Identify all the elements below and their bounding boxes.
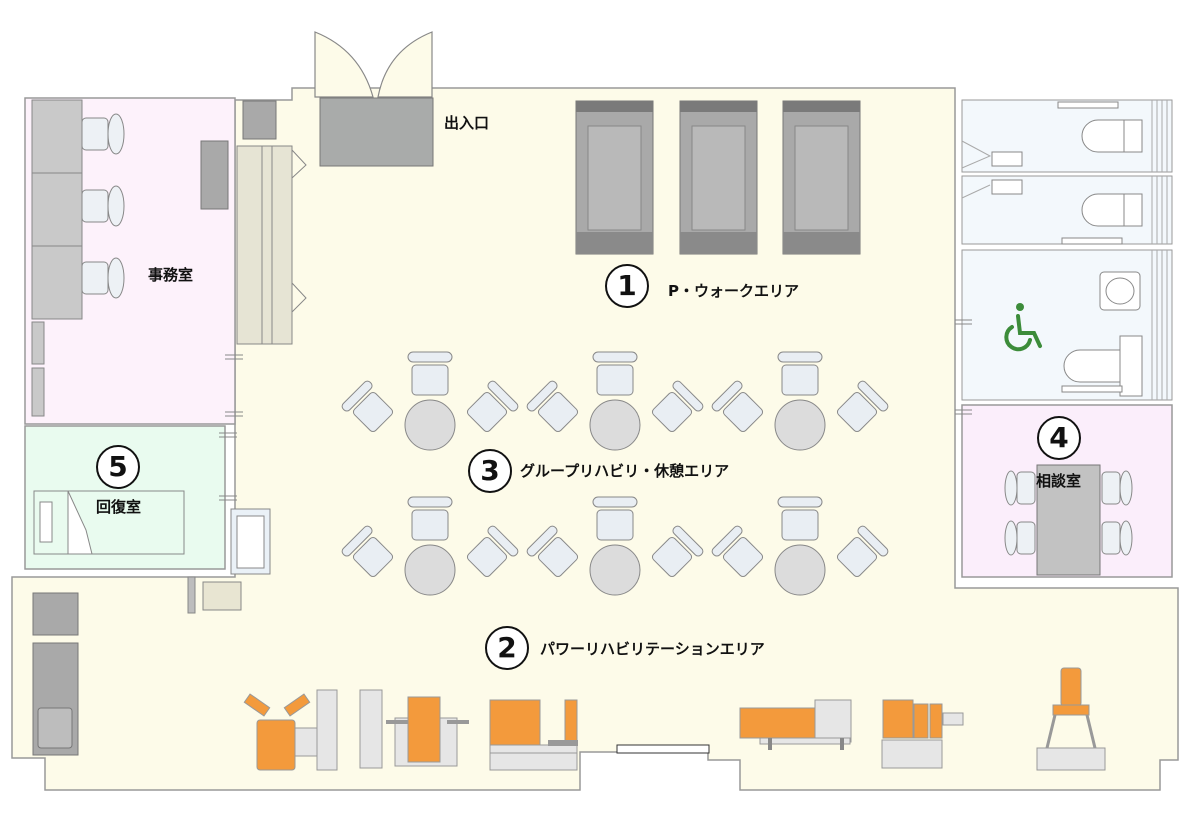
entrance-label: 出入口 (444, 114, 490, 132)
table-group (341, 496, 519, 596)
office-label: 事務室 (148, 266, 194, 284)
consult-chairs (1004, 470, 1133, 556)
toilet-rooms (961, 99, 1173, 401)
table-group (341, 351, 519, 451)
door-marks (219, 319, 972, 501)
area-number-3: 3 (468, 449, 512, 493)
area-number-2: 2 (485, 626, 529, 670)
group-rehab-tables (341, 351, 889, 596)
recovery-label: 回復室 (96, 498, 142, 516)
area-number-5: 5 (96, 445, 140, 489)
wheelchair-icon (1004, 303, 1042, 352)
office-desks (31, 99, 307, 417)
table-group (711, 351, 889, 451)
entrance-door-right (377, 31, 433, 98)
recovery-bed (33, 490, 185, 555)
area-label-p-walk: P・ウォークエリア (668, 282, 799, 300)
consult-table (1036, 464, 1101, 576)
area-label-group-rehab: グループリハビリ・休憩エリア (520, 462, 730, 480)
consult-label: 相談室 (1036, 472, 1082, 490)
area-number-4: 4 (1037, 416, 1081, 460)
table-group (711, 496, 889, 596)
office-chairs (81, 113, 125, 299)
p-walk-machines (575, 100, 861, 255)
table-group (526, 496, 704, 596)
area-label-power-rehab: パワーリハビリテーションエリア (540, 640, 765, 658)
area-number-1: 1 (605, 264, 649, 308)
entrance-mat (319, 97, 434, 167)
table-group (526, 351, 704, 451)
walker-cart (187, 508, 271, 614)
power-rehab-machines (243, 667, 1106, 771)
storage-cabinets (32, 592, 79, 756)
entrance-door-left (314, 31, 374, 98)
